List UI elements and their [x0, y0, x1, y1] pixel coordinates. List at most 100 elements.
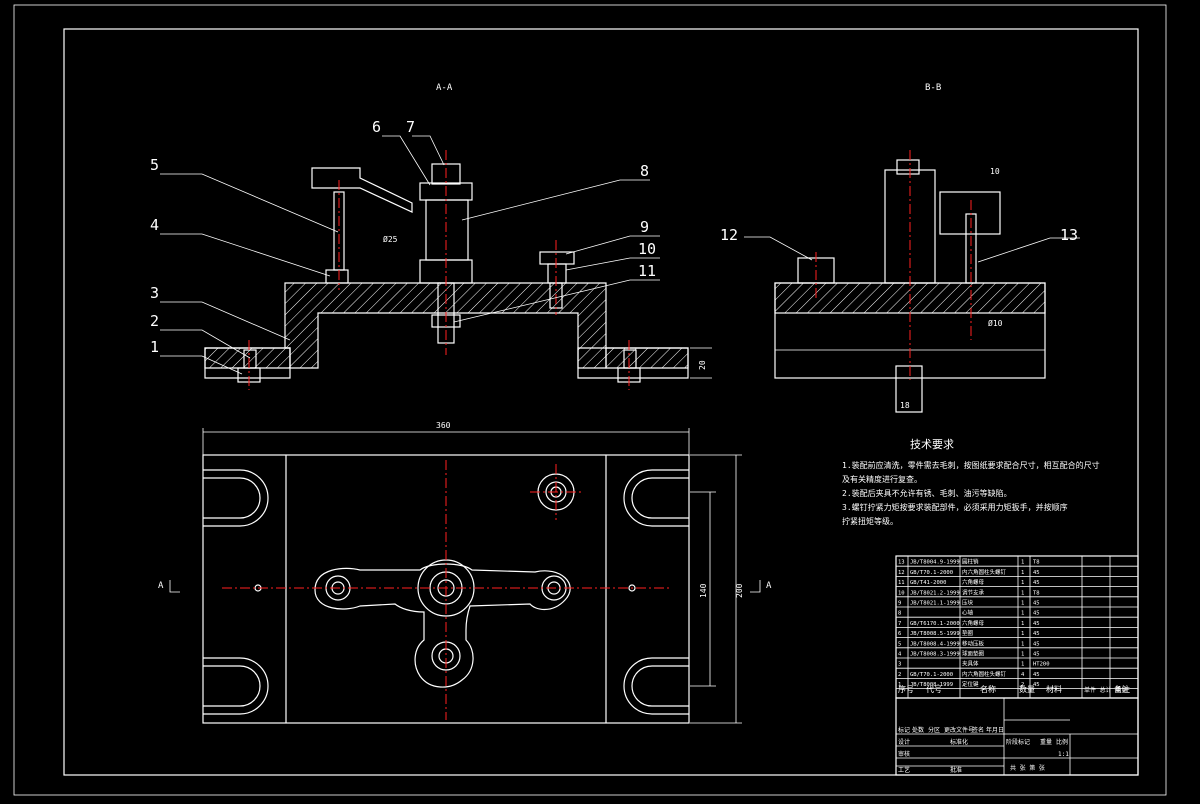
bom-cell-no: 2	[898, 672, 901, 678]
bom-cell-mat: T8	[1033, 590, 1040, 596]
callout-10: 10	[638, 240, 656, 258]
dim-200: 200	[735, 583, 744, 598]
tech-req-title: 技术要求	[910, 438, 954, 451]
tb-process: 工艺	[898, 766, 910, 774]
bom-cell-qty: 4	[1021, 672, 1025, 678]
callout-9: 9	[640, 218, 649, 236]
bom-cell-name: 调节支承	[962, 588, 985, 596]
bom-cell-code: JB/T8004.9-1999	[910, 560, 960, 566]
bom-cell-qty: 2	[1021, 682, 1024, 688]
bom-cell-no: 1	[898, 682, 901, 688]
section-marker-right: A	[766, 581, 772, 591]
dim-140: 140	[699, 583, 708, 598]
bom-cell-mat: 45	[1033, 631, 1040, 637]
tech-req-line4: 3.螺钉拧紧力矩按要求装配部件，必须采用力矩扳手，并按顺序	[842, 502, 1068, 512]
tb-weight: 重量	[1040, 738, 1052, 746]
bom-header-code: 代号	[926, 684, 942, 694]
bom-cell-mat: 45	[1033, 621, 1040, 627]
bom-cell-no: 10	[898, 590, 905, 596]
callout-6: 6	[372, 118, 381, 136]
tb-scale-value: 1:1	[1058, 751, 1069, 758]
callout-12: 12	[720, 226, 738, 244]
bom-cell-code: JB/T8008.5-1999	[910, 631, 960, 637]
plan-view: 360 140 200 A A	[158, 421, 772, 724]
bom-cell-code: JB/T8008.4-1999	[910, 641, 960, 647]
bom-header-no: 序号	[898, 684, 914, 694]
section-bb-title: B-B	[925, 83, 941, 93]
bom-cell-qty: 1	[1021, 560, 1024, 566]
bom-cell-name: 压块	[962, 599, 974, 607]
bom-cell-name: 六角螺母	[962, 578, 985, 586]
dim-10-top: 10	[990, 167, 1000, 176]
bom-cell-qty: 1	[1021, 580, 1024, 586]
callouts-aa: 5 4 3 2 1 6 7 8 9 10 11	[150, 118, 660, 375]
tb-design: 设计	[898, 738, 910, 746]
bom-cell-qty: 1	[1021, 641, 1024, 647]
tb-approve: 批准	[950, 766, 962, 774]
bom-cell-no: 12	[898, 570, 905, 576]
section-bb-view: B-B 10 Ø10 18 12 13	[720, 83, 1080, 413]
tb-zone: 分区	[928, 726, 940, 734]
tb-sheets: 共 张 第 张	[1010, 764, 1045, 772]
bom-header-mat: 材料	[1046, 684, 1062, 694]
tb-change: 更改文件号	[944, 726, 974, 734]
callout-1: 1	[150, 338, 159, 356]
bom-cell-code: JB/T8008.3-1999	[910, 652, 960, 658]
bom-cell-name: 内六角圆柱头螺钉	[962, 568, 1007, 576]
bom-cell-qty: 1	[1021, 631, 1024, 637]
callout-13: 13	[1060, 226, 1078, 244]
tb-review: 审核	[898, 750, 910, 758]
dim-360: 360	[436, 421, 451, 430]
bom-cell-no: 13	[898, 560, 905, 566]
bom-cell-code: GB/T70.1-2000	[910, 672, 953, 678]
dim-dia10: Ø10	[988, 318, 1003, 328]
bom-header-remark: 备注	[1114, 684, 1130, 694]
bom-cell-no: 6	[898, 631, 901, 637]
bom-cell-code: GB/T70.1-2000	[910, 570, 953, 576]
technical-requirements: 技术要求 1.装配前应清洗，零件需去毛刺，按图纸要求配合尺寸，相互配合的尺寸 及…	[842, 438, 1100, 526]
tech-req-line2: 及有关精度进行复查。	[842, 474, 922, 484]
bom-cell-qty: 1	[1021, 601, 1024, 607]
bom-cell-mat: HT200	[1033, 662, 1050, 668]
bom-cell-no: 11	[898, 580, 905, 586]
inner-border	[63, 28, 1139, 776]
tb-sign: 签名	[972, 726, 984, 734]
bom-cell-qty: 1	[1021, 662, 1024, 668]
tb-scale: 比例	[1056, 738, 1068, 746]
tb-stage: 阶段标记	[1006, 738, 1030, 746]
bom-cell-name: 圆柱销	[962, 558, 979, 566]
bom-cell-mat: 45	[1033, 570, 1040, 576]
callout-5: 5	[150, 156, 159, 174]
dim-20: 20	[698, 360, 707, 370]
dim-dia25: Ø25	[383, 234, 398, 244]
callout-11: 11	[638, 262, 656, 280]
outer-border	[13, 4, 1167, 796]
tb-mark: 标记	[898, 726, 910, 734]
section-marker-left: A	[158, 581, 164, 591]
bom-cell-mat: 45	[1033, 682, 1040, 688]
bom-cell-mat: 45	[1033, 611, 1040, 617]
title-block: 标记 处数 分区 更改文件号 签名 年月日 设计 标准化 审核 工艺 批准 阶段…	[895, 697, 1139, 776]
bom-cell-code: GB/T6170.1-2000	[910, 621, 960, 627]
bom-cell-qty: 1	[1021, 611, 1024, 617]
tech-req-line3: 2.装配后夹具不允许有锈、毛刺、油污等缺陷。	[842, 488, 1012, 498]
bom-header-name: 名称	[980, 684, 996, 694]
bom-cell-name: 夹具体	[962, 660, 979, 668]
bom-cell-no: 3	[898, 662, 901, 668]
bom-cell-name: 移动压板	[962, 639, 985, 647]
callout-8: 8	[640, 162, 649, 180]
bom-cell-no: 7	[898, 621, 901, 627]
bom-cell-mat: 45	[1033, 580, 1040, 586]
bom-cell-code: JB/T8021.2-1999	[910, 590, 960, 596]
bom-cell-mat: T8	[1033, 560, 1040, 566]
bom-cell-mat: 45	[1033, 672, 1040, 678]
bom-cell-name: 心轴	[962, 609, 974, 617]
tb-count: 处数	[912, 726, 924, 734]
bom-cell-mat: 45	[1033, 641, 1040, 647]
bom-cell-no: 4	[898, 652, 902, 658]
bom-cell-name: 定位键	[962, 680, 979, 688]
bom-cell-no: 5	[898, 641, 901, 647]
